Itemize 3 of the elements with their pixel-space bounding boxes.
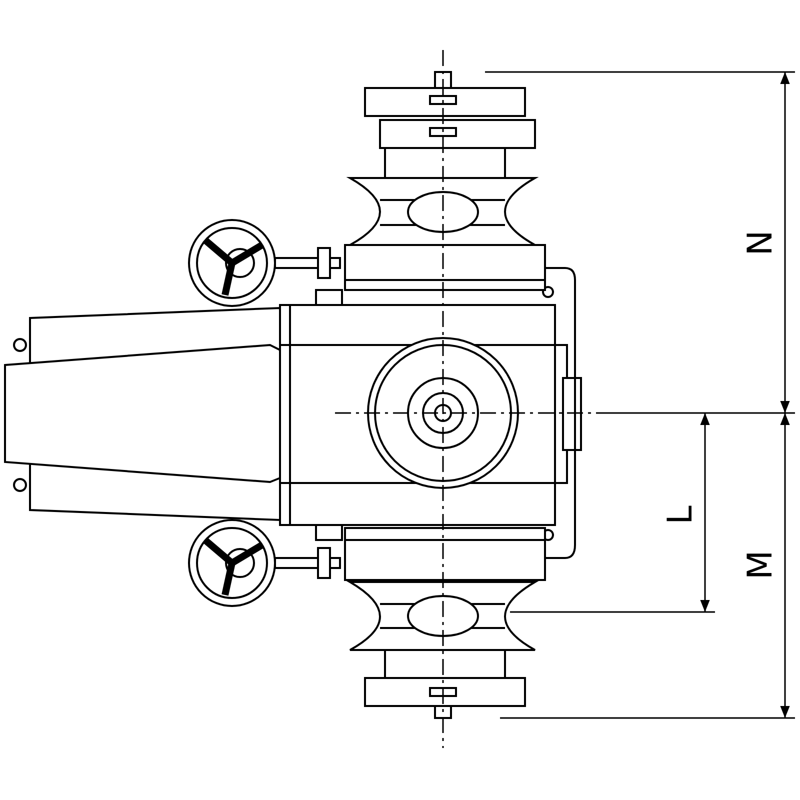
dimension-label: N xyxy=(743,230,778,256)
dimension-label: L xyxy=(662,506,697,524)
dimension-label: M xyxy=(743,550,778,580)
